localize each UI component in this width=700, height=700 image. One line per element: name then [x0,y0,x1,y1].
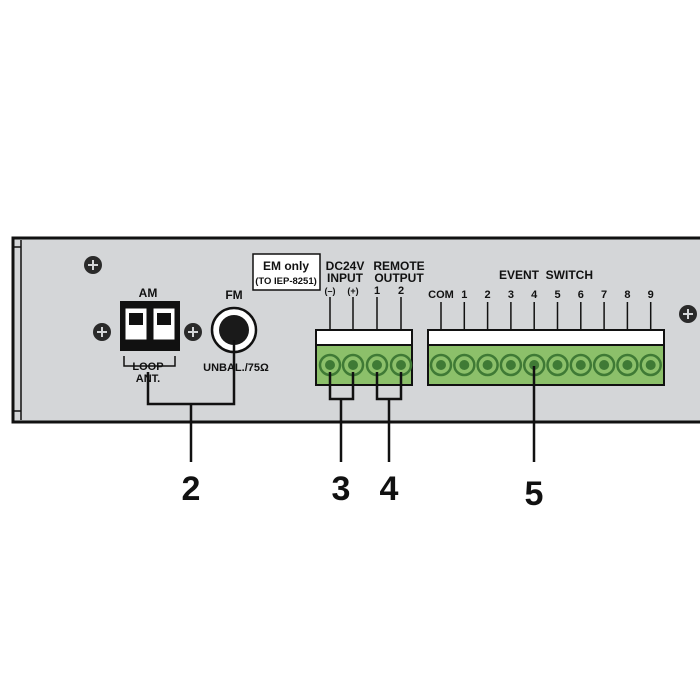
em-only-target-label: (TO IEP-8251) [255,276,317,287]
event-terminal-2 [476,353,499,377]
dc-plus-label: (+) [347,286,358,296]
event-pin-label-6: 6 [578,289,584,301]
fm-connector: FM UNBAL./75Ω [203,288,269,374]
event-terminal-3 [499,353,523,377]
output-label: OUTPUT [374,271,424,285]
screw-am-right [184,323,202,341]
event-pin-lines [440,302,652,330]
remote-output-group: REMOTE OUTPUT 1 2 [373,259,425,330]
event-terminal-4 [522,353,546,377]
dc-minus-label: (–) [325,286,336,296]
input-label: INPUT [327,271,364,285]
am-label: AM [139,286,158,300]
callout-2: 2 [182,470,201,508]
event-pin-label-com: COM [428,289,454,301]
screw-right-edge [679,305,697,323]
event-terminal-6 [569,353,593,377]
callout-4: 4 [380,470,399,508]
event-terminal-com [429,353,453,377]
em-only-box: EM only (TO IEP-8251) [252,253,321,291]
event-pin-label-3: 3 [508,289,514,301]
input-output-terminal-block [315,329,413,386]
am-bracket [123,356,176,367]
fm-unbal-label: UNBAL./75Ω [203,362,269,374]
callout-3-leader [328,372,355,462]
fm-label: FM [225,288,242,302]
event-pin-labels: COM 1 2 3 4 5 6 7 8 9 [428,289,654,301]
event-terminals [429,353,662,377]
dc-input-group: DC24V INPUT (–) (+) [325,259,365,330]
callout-2-leader [146,340,236,462]
remote-terminal-2 [389,353,413,377]
remote-pin-2-label: 2 [398,285,404,297]
screw-am-left [93,323,111,341]
callout-3: 3 [332,470,351,508]
am-loop-label: LOOP [132,361,163,373]
remote-pin-1-label: 1 [374,285,380,297]
event-terminal-1 [453,353,476,377]
event-pin-label-2: 2 [485,289,491,301]
event-pin-label-9: 9 [648,289,654,301]
event-switch-group: EVENT SWITCH COM 1 2 3 4 5 6 7 8 9 [427,268,665,386]
event-switch-label: EVENT SWITCH [499,268,593,282]
event-pin-label-1: 1 [461,289,467,301]
dc24v-label: DC24V [326,259,365,273]
screw-top-left [84,256,102,274]
event-terminal-7 [592,353,616,377]
event-pin-label-7: 7 [601,289,607,301]
em-only-label: EM only [263,259,309,273]
fm-jack-inner [219,315,249,345]
event-terminal-8 [616,353,639,377]
event-terminal-9 [639,353,662,377]
event-pin-label-5: 5 [554,289,560,301]
event-pin-label-4: 4 [531,289,538,301]
event-pin-label-8: 8 [624,289,630,301]
callout-4-leader [375,372,403,462]
event-terminal-5 [546,353,569,377]
event-switch-header [427,329,665,346]
remote-label: REMOTE [373,259,424,273]
callout-5: 5 [525,475,544,513]
